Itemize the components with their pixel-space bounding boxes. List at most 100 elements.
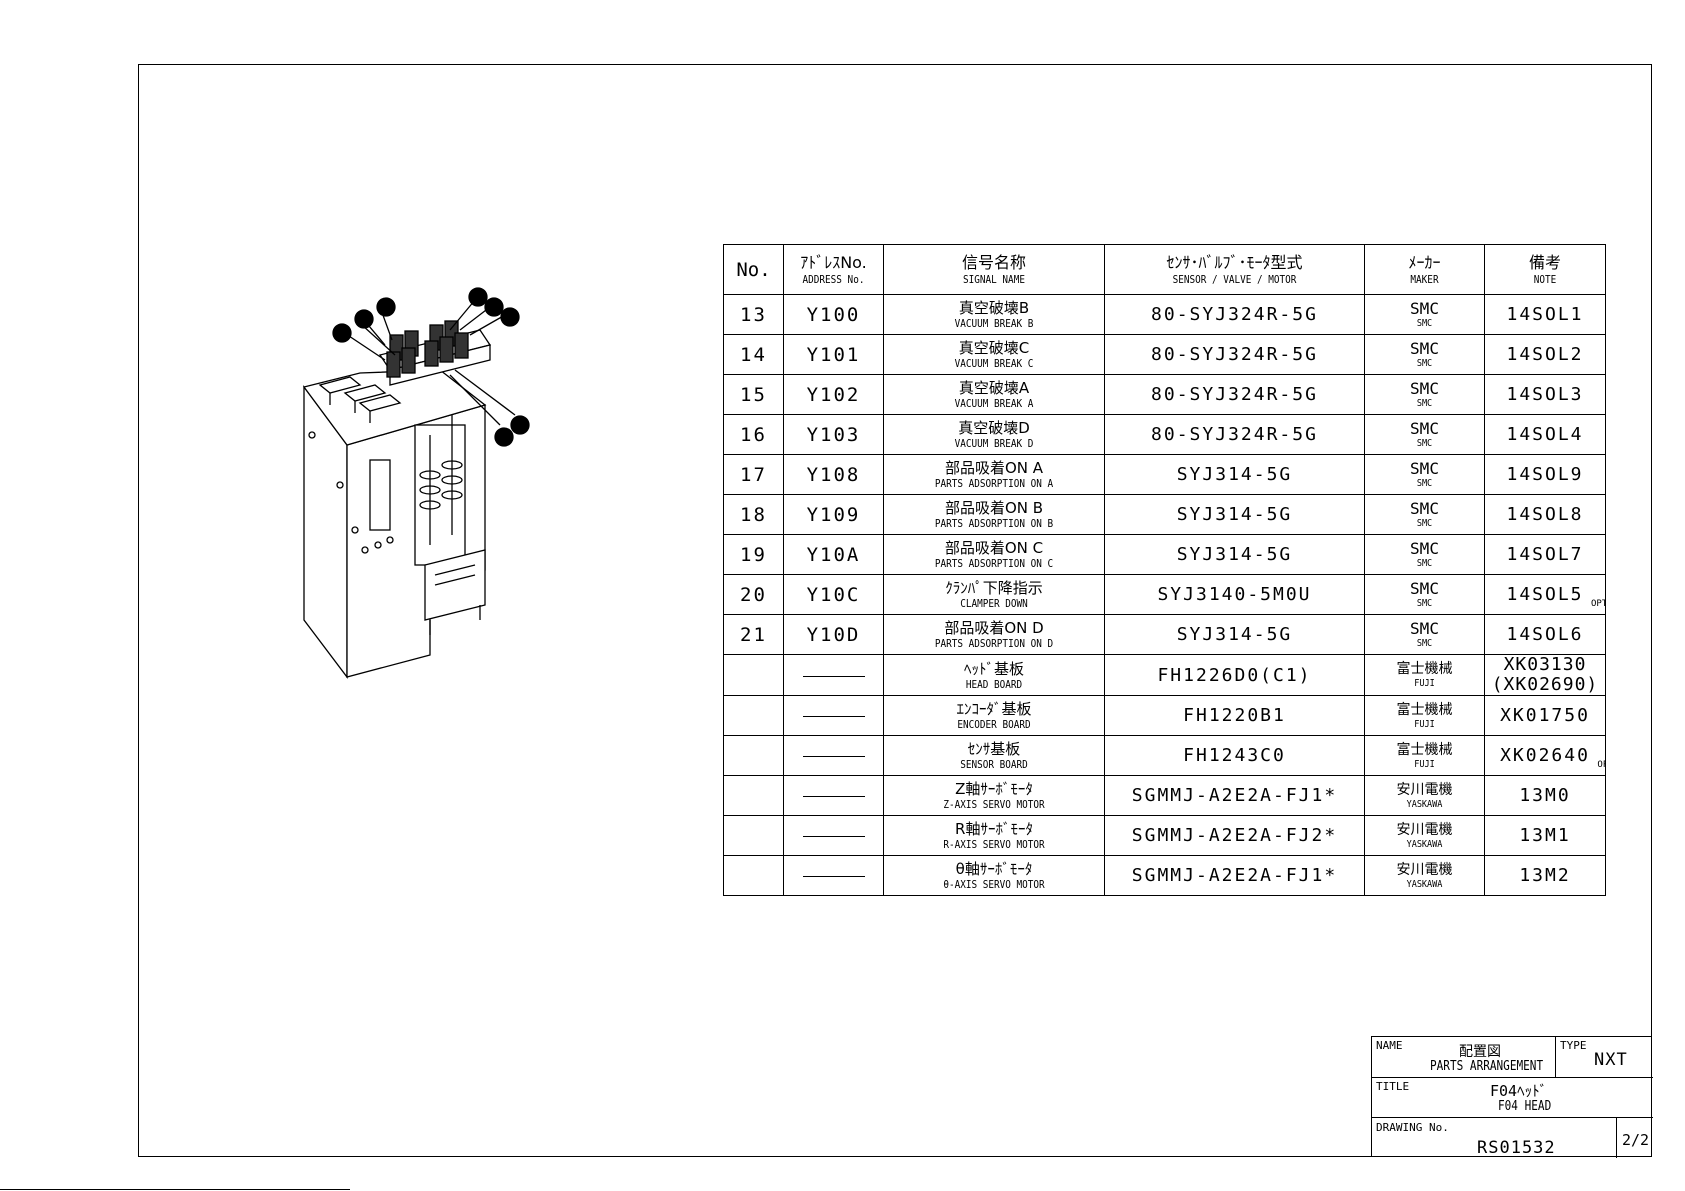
title-label: TITLE xyxy=(1376,1080,1410,1093)
no-cell: 13 xyxy=(723,294,784,335)
note-value: 14SOL8 xyxy=(1506,503,1584,525)
note-value: XK02640OPTION xyxy=(1500,745,1604,770)
empty-dash xyxy=(802,675,865,677)
address-value: Y108 xyxy=(806,463,861,486)
note-value: 13M1 xyxy=(1519,824,1571,846)
model-cell: SGMMJ-A2E2A-FJ1* xyxy=(1104,855,1365,896)
address-value: Y101 xyxy=(806,343,861,366)
header-address: ｱﾄﾞﾚｽNo.ADDRESS No. xyxy=(783,244,884,295)
note-value: 14SOL9 xyxy=(1506,463,1584,485)
address-cell: Y100 xyxy=(783,294,884,335)
name-jp: 配置図 xyxy=(1459,1044,1501,1060)
address-cell xyxy=(783,735,884,776)
title-block: NAME 配置図 PARTS ARRANGEMENT TYPE NXT TITL… xyxy=(1371,1036,1653,1158)
note-value: 14SOL2 xyxy=(1506,343,1584,365)
title-en: F04 HEAD xyxy=(1498,1099,1552,1114)
model-cell: SYJ314-5G xyxy=(1104,614,1365,655)
name-label: NAME xyxy=(1376,1039,1403,1052)
model-cell: SYJ314-5G xyxy=(1104,454,1365,495)
note-value: 14SOL5OPTION xyxy=(1506,584,1604,609)
note-cell: XK01750 xyxy=(1484,695,1606,736)
title-jp: F04ﾍｯﾄﾞ xyxy=(1490,1082,1548,1100)
note-cell: 14SOL6 xyxy=(1484,614,1606,655)
note-cell: 14SOL5OPTION xyxy=(1484,574,1606,615)
note-cell: 13M0 xyxy=(1484,775,1606,816)
no-cell xyxy=(723,775,784,816)
no-cell: 15 xyxy=(723,374,784,415)
address-cell: Y10A xyxy=(783,534,884,575)
no-cell: 14 xyxy=(723,334,784,375)
address-value: Y10D xyxy=(806,623,861,646)
note-cell: 14SOL1 xyxy=(1484,294,1606,335)
page-edge-line xyxy=(0,1189,350,1190)
model-cell: 80-SYJ324R-5G xyxy=(1104,294,1365,335)
no-cell xyxy=(723,654,784,696)
address-cell: Y10C xyxy=(783,574,884,615)
no-cell xyxy=(723,695,784,736)
note-value: 14SOL7 xyxy=(1506,543,1584,565)
type-value: NXT xyxy=(1594,1050,1628,1070)
note-value: 14SOL1 xyxy=(1506,303,1584,325)
drawing-no: RS01532 xyxy=(1477,1138,1556,1158)
note-value: 14SOL4 xyxy=(1506,423,1584,445)
option-mark: OPTION xyxy=(1591,598,1605,609)
address-cell: Y109 xyxy=(783,494,884,535)
no-cell: 20 xyxy=(723,574,784,615)
note-value: 13M0 xyxy=(1519,784,1571,806)
note-cell: 13M2 xyxy=(1484,855,1606,896)
model-cell: SGMMJ-A2E2A-FJ1* xyxy=(1104,775,1365,816)
type-label: TYPE xyxy=(1560,1039,1587,1052)
no-cell xyxy=(723,735,784,776)
no-cell: 18 xyxy=(723,494,784,535)
empty-dash xyxy=(802,836,865,837)
empty-dash xyxy=(802,756,865,757)
address-value: Y102 xyxy=(806,383,861,406)
address-cell xyxy=(783,654,884,696)
model-cell: 80-SYJ324R-5G xyxy=(1104,374,1365,415)
note-cell: 14SOL4 xyxy=(1484,414,1606,455)
model-cell: SYJ314-5G xyxy=(1104,494,1365,535)
name-en: PARTS ARRANGEMENT xyxy=(1430,1059,1544,1074)
address-cell xyxy=(783,815,884,856)
note-cell: 14SOL7 xyxy=(1484,534,1606,575)
address-cell: Y101 xyxy=(783,334,884,375)
address-value: Y109 xyxy=(806,503,861,526)
no-cell: 17 xyxy=(723,454,784,495)
no-cell xyxy=(723,855,784,896)
no-cell xyxy=(723,815,784,856)
address-cell xyxy=(783,775,884,816)
